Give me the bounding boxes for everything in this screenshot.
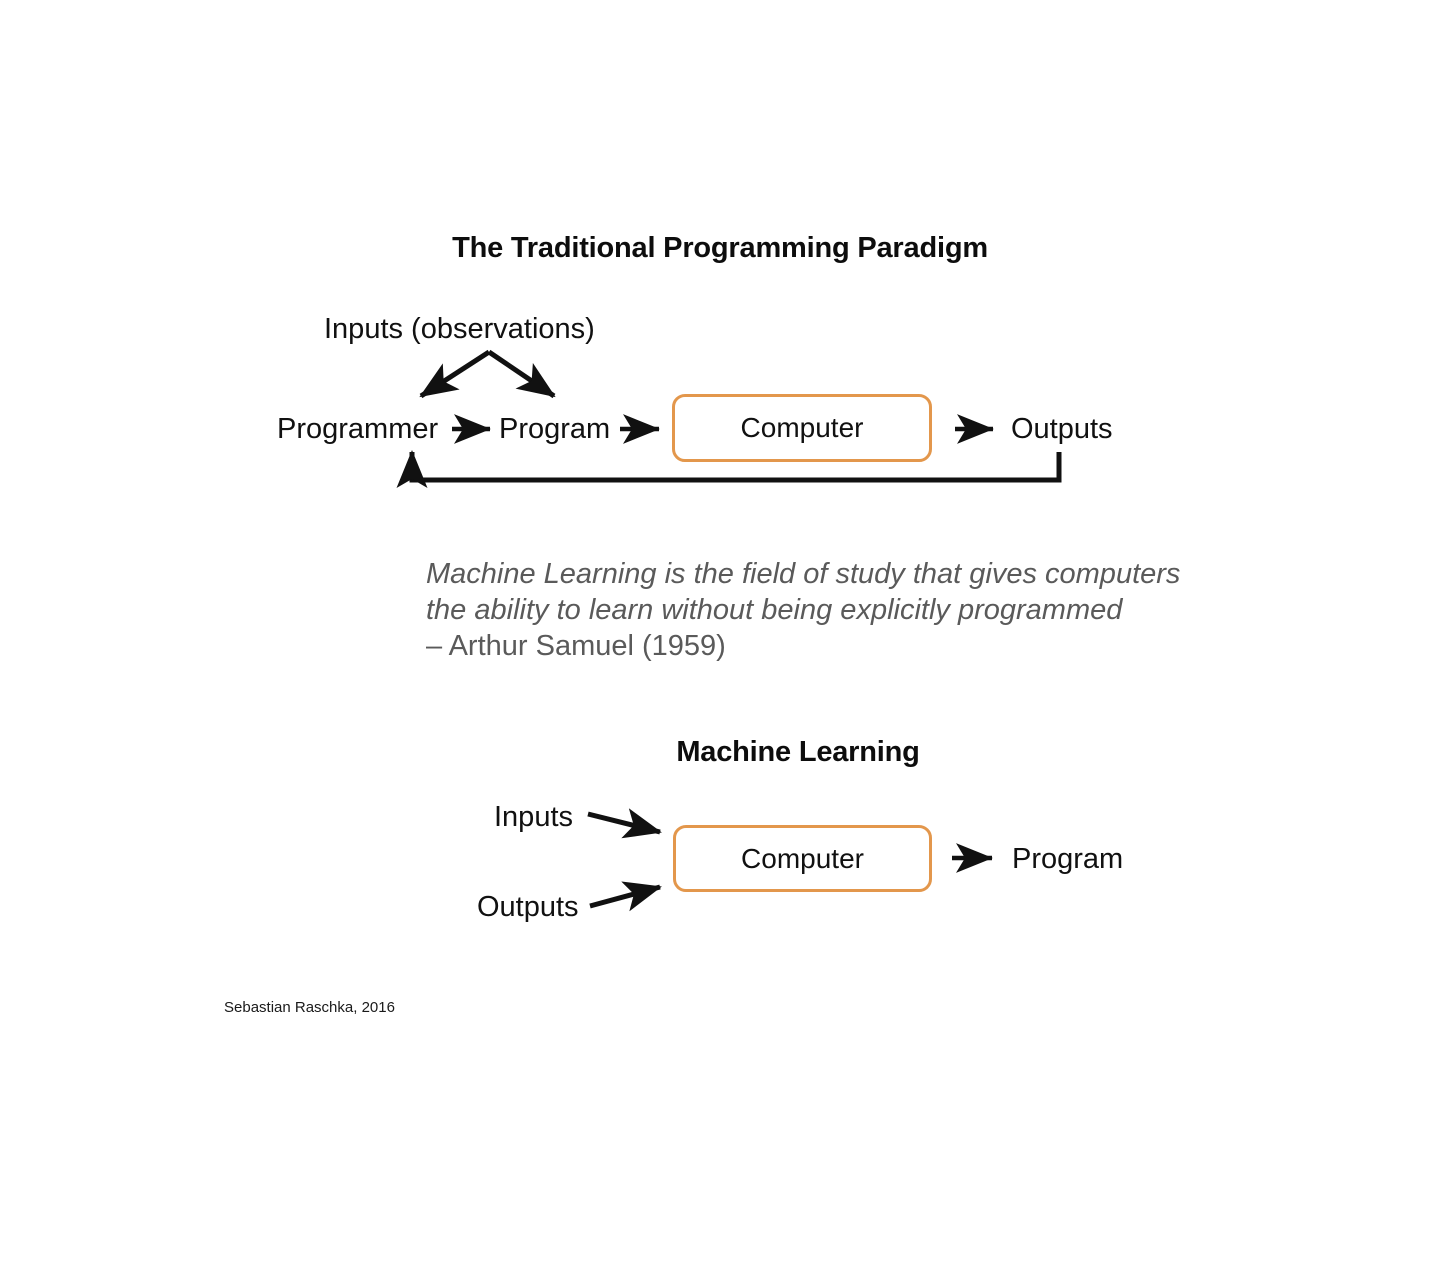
label-inputs-observations: Inputs (observations) [324, 313, 595, 345]
traditional-paradigm-title: The Traditional Programming Paradigm [452, 232, 988, 264]
computer-box-machine-learning: Computer [673, 825, 932, 892]
label-program: Program [499, 413, 611, 445]
arrow-inputs-to-programmer [419, 349, 491, 399]
label-outputs: Outputs [1011, 413, 1113, 445]
arrow-ml-outputs-to-computer [589, 881, 662, 912]
quote-attribution: – Arthur Samuel (1959) [426, 630, 726, 662]
label-programmer: Programmer [277, 413, 439, 445]
quote-line-2: the ability to learn without being expli… [426, 594, 1123, 626]
arrow-inputs-to-program [487, 349, 556, 399]
label-ml-inputs: Inputs [494, 801, 573, 833]
machine-learning-title: Machine Learning [676, 736, 920, 768]
quote-line-1: Machine Learning is the field of study t… [426, 558, 1181, 590]
samuel-quote-block: Machine Learning is the field of study t… [426, 556, 1180, 664]
label-ml-program: Program [1012, 843, 1124, 875]
label-ml-outputs: Outputs [477, 891, 579, 923]
arrow-ml-inputs-to-computer [587, 808, 662, 839]
label-computer-machine-learning: Computer [741, 842, 864, 874]
computer-box-traditional: Computer [672, 394, 932, 462]
author-credit: Sebastian Raschka, 2016 [224, 999, 395, 1016]
label-computer-traditional: Computer [740, 412, 864, 443]
